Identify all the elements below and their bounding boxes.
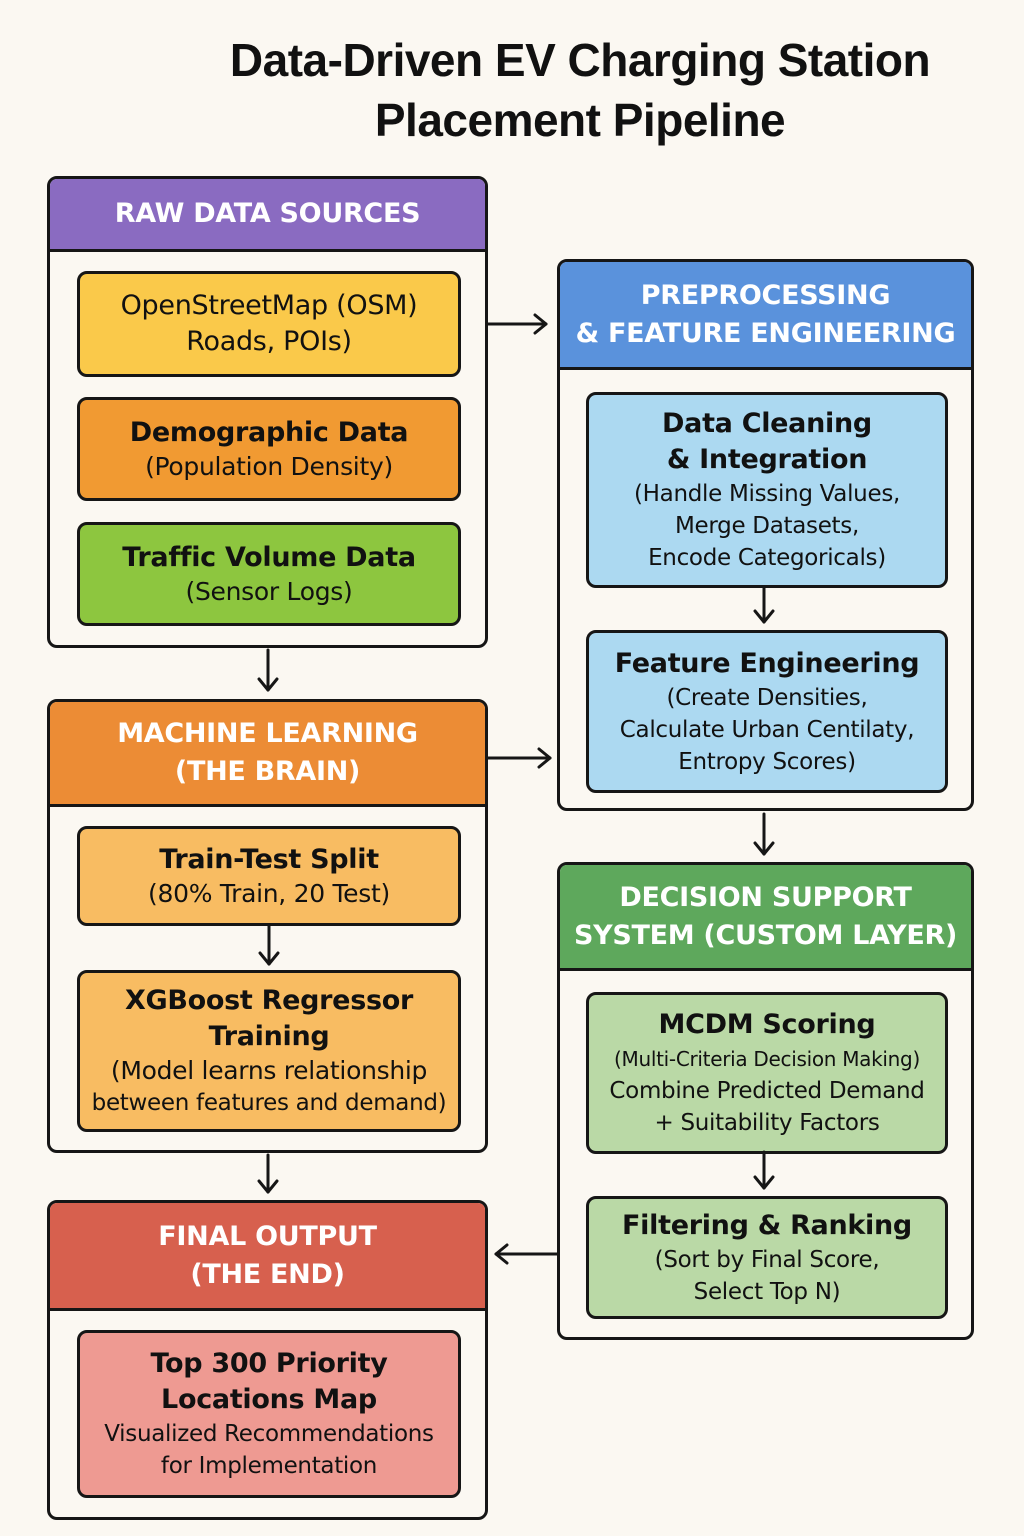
step-main: & Integration	[666, 444, 868, 475]
arrow-cleaning-to-feature	[753, 586, 775, 624]
arrow-dss-to-output	[494, 1243, 559, 1265]
arrow-ml-to-preprocessing	[486, 747, 552, 769]
stage-header-dss: DECISION SUPPORT SYSTEM (CUSTOM LAYER)	[560, 865, 971, 971]
step-sub: (Population Density)	[145, 452, 393, 481]
step-main: XGBoost Regressor	[125, 985, 413, 1016]
step-main: Locations Map	[161, 1384, 377, 1415]
arrow-split-to-xgboost	[258, 924, 280, 966]
arrow-mcdm-to-filtering	[753, 1150, 775, 1190]
step-sub: (Sort by Final Score,	[654, 1246, 880, 1273]
step-main: Roads, POIs)	[186, 326, 352, 357]
step-main: Top 300 Priority	[150, 1348, 388, 1379]
step-sub: (Multi-Criteria Decision Making)	[614, 1047, 920, 1071]
step-xgboost-training: XGBoost Regressor Training (Model learns…	[77, 970, 461, 1132]
step-sub: Encode Categoricals)	[648, 545, 886, 571]
header-line: DECISION SUPPORT	[619, 881, 912, 913]
step-demographic: Demographic Data (Population Density)	[77, 397, 461, 501]
step-main: Filtering & Ranking	[622, 1209, 912, 1241]
stage-decision-support: DECISION SUPPORT SYSTEM (CUSTOM LAYER) M…	[557, 862, 974, 1340]
step-sub: + Suitability Factors	[654, 1110, 880, 1136]
arrow-ml-to-output	[257, 1153, 279, 1194]
stage-machine-learning: MACHINE LEARNING (THE BRAIN) Train-Test …	[47, 699, 488, 1153]
step-sub: (Create Densities,	[666, 684, 868, 711]
stage-header-ml: MACHINE LEARNING (THE BRAIN)	[50, 702, 485, 807]
title-line-1: Data-Driven EV Charging Station	[229, 34, 931, 86]
step-main: MCDM Scoring	[658, 1009, 876, 1040]
header-line: PREPROCESSING	[640, 279, 891, 311]
step-sub: for Implementation	[160, 1453, 378, 1479]
step-feature-engineering: Feature Engineering (Create Densities, C…	[586, 630, 948, 793]
step-traffic: Traffic Volume Data (Sensor Logs)	[77, 522, 461, 626]
header-line: & FEATURE ENGINEERING	[575, 317, 956, 349]
step-main: Training	[208, 1021, 330, 1052]
step-main: OpenStreetMap (OSM)	[120, 290, 418, 321]
step-data-cleaning: Data Cleaning & Integration (Handle Miss…	[586, 392, 948, 588]
step-sub: Calculate Urban Centilaty,	[619, 716, 915, 743]
step-sub: Entropy Scores)	[678, 748, 856, 775]
step-sub: (80% Train, 20 Test)	[148, 879, 390, 908]
step-sub: Visualized Recommendations	[104, 1421, 434, 1447]
title-line-2: Placement Pipeline	[374, 94, 786, 146]
step-main: Demographic Data	[129, 417, 409, 448]
step-main: Data Cleaning	[662, 408, 872, 439]
stage-preprocessing: PREPROCESSING & FEATURE ENGINEERING Data…	[557, 259, 974, 811]
step-sub: Combine Predicted Demand	[609, 1078, 925, 1104]
step-osm: OpenStreetMap (OSM) Roads, POIs)	[77, 271, 461, 377]
arrow-raw-to-preprocessing	[486, 313, 548, 335]
step-sub: (Handle Missing Values,	[633, 481, 901, 507]
step-sub: between features and demand)	[91, 1090, 447, 1116]
header-line: (THE END)	[190, 1258, 345, 1290]
stage-header-preprocessing: PREPROCESSING & FEATURE ENGINEERING	[560, 262, 971, 370]
header-line: SYSTEM (CUSTOM LAYER)	[573, 919, 958, 951]
header-line: RAW DATA SOURCES	[114, 198, 421, 229]
step-sub: (Sensor Logs)	[185, 577, 353, 606]
stage-header-output: FINAL OUTPUT (THE END)	[50, 1203, 485, 1311]
stage-final-output: FINAL OUTPUT (THE END) Top 300 Priority …	[47, 1200, 488, 1520]
step-main: Traffic Volume Data	[122, 542, 416, 573]
arrow-raw-to-ml	[257, 648, 279, 692]
step-mcdm-scoring: MCDM Scoring (Multi-Criteria Decision Ma…	[586, 992, 948, 1154]
stage-raw-data-sources: RAW DATA SOURCES OpenStreetMap (OSM) Roa…	[47, 176, 488, 648]
step-top-locations-map: Top 300 Priority Locations Map Visualize…	[77, 1330, 461, 1498]
step-sub: (Model learns relationship	[110, 1056, 428, 1085]
step-main: Train-Test Split	[159, 844, 379, 875]
step-train-test-split: Train-Test Split (80% Train, 20 Test)	[77, 826, 461, 926]
step-filtering-ranking: Filtering & Ranking (Sort by Final Score…	[586, 1196, 948, 1319]
header-line: MACHINE LEARNING	[117, 718, 418, 749]
diagram-title: Data-Driven EV Charging Station Placemen…	[160, 30, 1000, 150]
stage-header-raw: RAW DATA SOURCES	[50, 179, 485, 252]
step-main: Feature Engineering	[614, 647, 920, 679]
header-line: (THE BRAIN)	[174, 756, 361, 787]
header-line: FINAL OUTPUT	[158, 1220, 377, 1252]
arrow-preprocessing-to-dss	[753, 812, 775, 856]
step-sub: Merge Datasets,	[675, 513, 859, 539]
step-sub: Select Top N)	[693, 1278, 841, 1305]
